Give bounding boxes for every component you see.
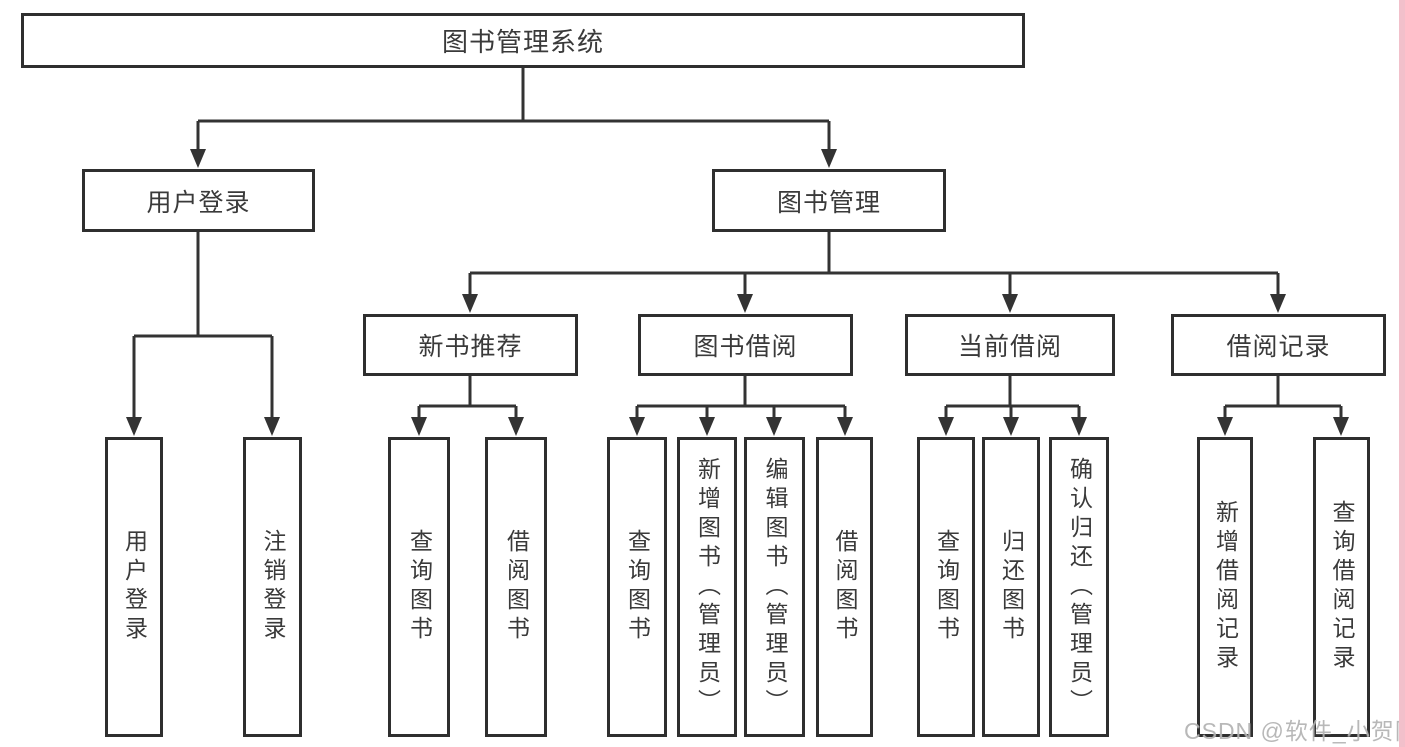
connector-bookmgmt-to-level3 (468, 232, 1280, 296)
arrowhead (629, 417, 645, 436)
leaf-edit-book-admin: 编辑图书（管理员） (744, 437, 805, 737)
leaf-confirm-return-admin: 确认归还（管理员） (1049, 437, 1109, 737)
node-current-borrow: 当前借阅 (905, 314, 1115, 376)
node-label: 借阅记录 (1226, 333, 1331, 361)
node-label: 图书管理系统 (441, 27, 604, 57)
arrowhead (766, 417, 782, 436)
leaf-query-book-borrow: 查询图书 (607, 437, 667, 737)
arrowhead (1333, 417, 1349, 436)
node-label: 用户登录 (121, 529, 148, 645)
arrowhead (190, 149, 206, 168)
connector-userlogin-to-leaves (132, 232, 274, 419)
node-label: 注销登录 (260, 529, 286, 645)
node-new-book-recommend: 新书推荐 (363, 314, 578, 376)
node-book-management: 图书管理 (712, 169, 946, 232)
leaf-return-book: 归还图书 (982, 437, 1040, 737)
arrowhead (411, 417, 427, 436)
csdn-watermark: CSDN @软件_小贺同学 (1184, 718, 1405, 744)
arrowhead (837, 417, 853, 436)
arrowhead (1003, 417, 1019, 436)
leaf-add-book-admin: 新增图书（管理员） (677, 437, 737, 737)
leaf-user-login: 用户登录 (105, 437, 163, 737)
connector-newbookrec-to-leaves (417, 376, 518, 419)
node-label: 归还图书 (998, 529, 1025, 645)
arrowhead (1217, 417, 1233, 436)
connector-bookborrow-to-leaves (635, 376, 847, 419)
arrowhead (1071, 417, 1087, 436)
node-user-login: 用户登录 (82, 169, 315, 232)
node-label: 新增图书（管理员） (694, 456, 721, 718)
arrowhead (126, 417, 142, 436)
node-label: 查询图书 (933, 529, 960, 645)
connector-root-to-level2 (196, 68, 831, 151)
node-label: 新书推荐 (418, 333, 523, 361)
node-label: 查询借阅记录 (1329, 500, 1355, 674)
node-label: 当前借阅 (957, 333, 1062, 361)
leaf-query-book-current: 查询图书 (917, 437, 975, 737)
node-label: 查询图书 (406, 529, 433, 645)
node-label: 用户登录 (146, 188, 251, 217)
node-label: 编辑图书（管理员） (762, 456, 788, 718)
arrowhead (1270, 294, 1286, 313)
node-borrow-record: 借阅记录 (1171, 314, 1386, 376)
connector-currentborrow-to-leaves (944, 376, 1081, 419)
leaf-add-borrow-record: 新增借阅记录 (1197, 437, 1253, 737)
node-label: 图书借阅 (693, 333, 798, 361)
leaf-query-borrow-record: 查询借阅记录 (1313, 437, 1370, 737)
leaf-borrow-book: 借阅图书 (816, 437, 873, 737)
right-edge-strip (1399, 0, 1405, 747)
arrowhead (508, 417, 524, 436)
arrowhead (1002, 294, 1018, 313)
node-book-borrow: 图书借阅 (638, 314, 853, 376)
leaf-query-book-newrec: 查询图书 (388, 437, 450, 737)
node-label: 新增借阅记录 (1212, 500, 1239, 674)
node-label: 图书管理 (776, 188, 881, 217)
arrowhead (462, 294, 478, 313)
leaf-logout: 注销登录 (243, 437, 302, 737)
arrowhead (938, 417, 954, 436)
connector-borrowrecord-to-leaves (1223, 376, 1343, 419)
arrowhead (737, 294, 753, 313)
node-label: 借阅图书 (503, 529, 530, 645)
node-label: 借阅图书 (832, 529, 858, 645)
node-label: 确认归还（管理员） (1066, 456, 1093, 718)
arrowhead (264, 417, 280, 436)
leaf-borrow-book-newrec: 借阅图书 (485, 437, 547, 737)
arrowhead (821, 149, 837, 168)
arrowhead (699, 417, 715, 436)
node-label: 查询图书 (624, 529, 651, 645)
node-root: 图书管理系统 (21, 13, 1025, 68)
